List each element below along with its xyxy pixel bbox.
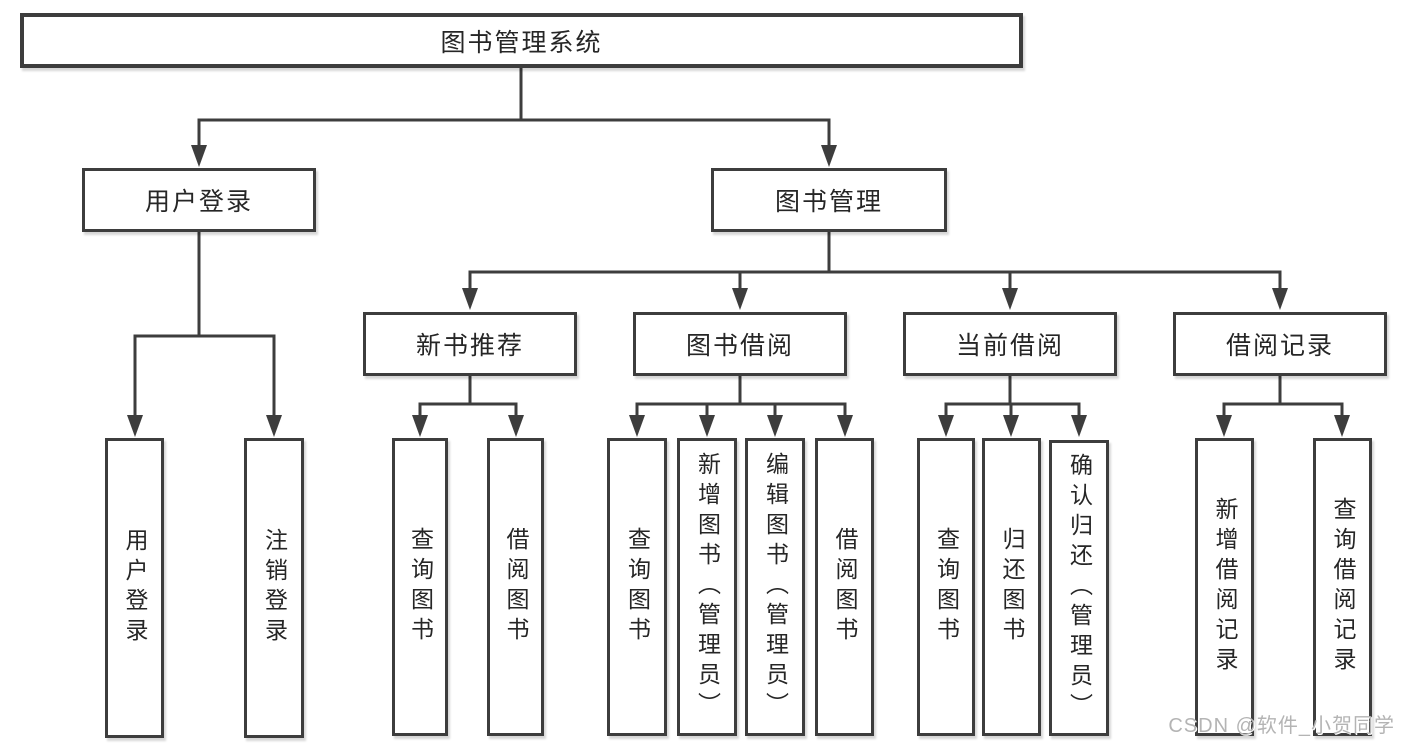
leaf-query-book-recommend: 查询图书 [392,438,448,736]
leaf-return-book: 归还图书 [982,438,1041,736]
node-borrow-records: 借阅记录 [1173,312,1387,376]
leaf-query-book-borrow: 查询图书 [607,438,667,736]
leaf-user-login: 用户登录 [105,438,164,738]
node-current-borrow-label: 当前借阅 [955,332,1064,360]
leaf-add-borrow-record-label: 新增借阅记录 [1212,497,1238,677]
leaf-logout-label: 注销登录 [261,528,288,648]
node-user-login: 用户登录 [82,168,316,232]
leaf-query-book-current: 查询图书 [917,438,975,736]
leaf-borrow-book-borrow-label: 借阅图书 [832,527,858,647]
node-book-management-label: 图书管理 [774,188,883,216]
node-book-borrow-label: 图书借阅 [685,332,794,360]
node-book-borrow: 图书借阅 [633,312,847,376]
node-current-borrow: 当前借阅 [903,312,1117,376]
node-root-label: 图书管理系统 [440,28,603,57]
leaf-query-book-recommend-label: 查询图书 [407,527,434,647]
leaf-query-book-current-label: 查询图书 [933,527,960,647]
leaf-confirm-return-admin-label: 确认归还（管理员） [1066,453,1093,723]
leaf-query-borrow-record-label: 查询借阅记录 [1330,497,1356,677]
node-new-book-recommend-label: 新书推荐 [415,332,524,360]
leaf-add-book-admin: 新增图书（管理员） [677,438,737,736]
csdn-watermark: CSDN @软件_小贺同学 [1168,715,1395,737]
node-book-management: 图书管理 [711,168,947,232]
arrowheads [127,145,1350,437]
leaf-borrow-book-borrow: 借阅图书 [815,438,874,736]
node-user-login-label: 用户登录 [144,188,253,216]
leaf-edit-book-admin-label: 编辑图书（管理员） [762,452,789,722]
leaf-return-book-label: 归还图书 [999,527,1025,647]
node-new-book-recommend: 新书推荐 [363,312,577,376]
leaf-borrow-book-recommend-label: 借阅图书 [503,527,529,647]
leaf-add-book-admin-label: 新增图书（管理员） [694,452,721,722]
leaf-borrow-book-recommend: 借阅图书 [487,438,544,736]
leaf-logout: 注销登录 [244,438,304,738]
leaf-query-borrow-record: 查询借阅记录 [1313,438,1372,736]
leaf-confirm-return-admin: 确认归还（管理员） [1049,440,1109,736]
node-borrow-records-label: 借阅记录 [1225,332,1334,360]
leaf-add-borrow-record: 新增借阅记录 [1195,438,1254,736]
leaf-query-book-borrow-label: 查询图书 [624,527,651,647]
node-root: 图书管理系统 [20,13,1023,68]
leaf-edit-book-admin: 编辑图书（管理员） [745,438,805,736]
leaf-user-login-label: 用户登录 [122,528,148,648]
